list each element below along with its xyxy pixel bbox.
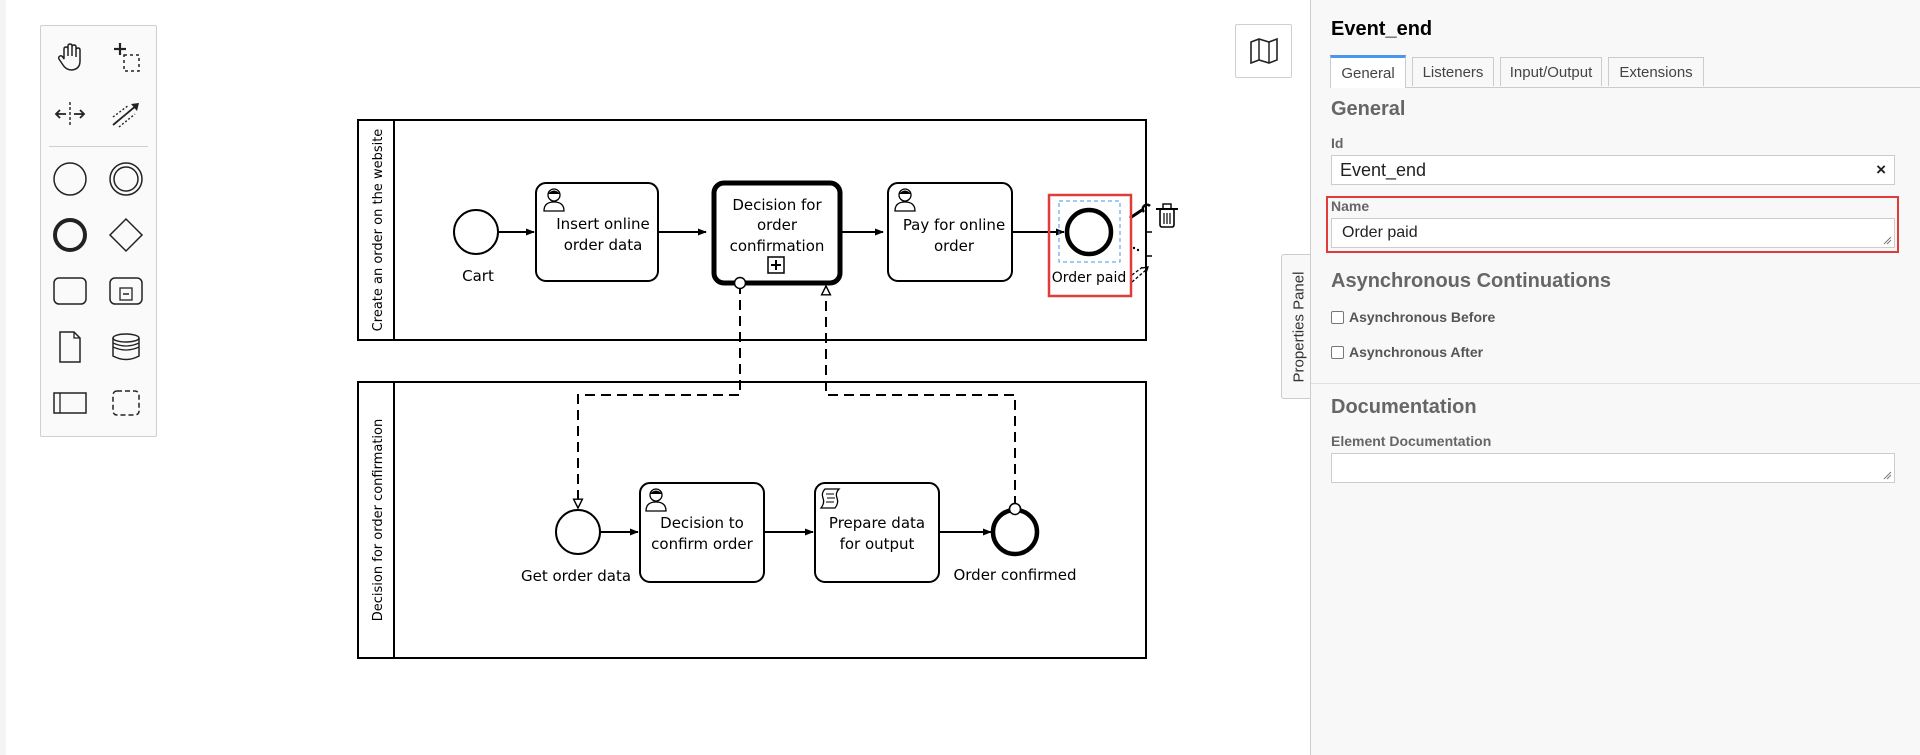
async-before-label: Asynchronous Before	[1349, 309, 1496, 325]
script-task-prepare-data[interactable]: Prepare data for output	[814, 482, 940, 583]
task-confirm-label-1: Decision to	[660, 514, 744, 532]
section-divider	[1311, 383, 1920, 384]
script-icon	[819, 488, 841, 509]
pool-decision-confirmation-label: Decision for order confirmation	[371, 419, 386, 621]
task-icon[interactable]	[47, 268, 93, 314]
end-event-order-confirmed-label: Order confirmed	[953, 566, 1076, 584]
element-documentation-input[interactable]	[1331, 453, 1895, 483]
subprocess-label-2: order	[757, 216, 798, 234]
section-general-heading: General	[1331, 98, 1406, 120]
lasso-tool-icon[interactable]	[103, 34, 149, 80]
minimap-toggle-button[interactable]	[1235, 24, 1292, 78]
subprocess-decision[interactable]: Decision for order confirmation	[711, 180, 843, 286]
async-after-checkbox-row[interactable]: Asynchronous After	[1331, 344, 1483, 360]
clear-id-icon[interactable]: ×	[1876, 160, 1886, 179]
context-pad[interactable]	[1129, 203, 1178, 283]
start-event-cart-label: Cart	[462, 267, 494, 285]
properties-panel-toggle-label: Properties Panel	[1290, 271, 1308, 382]
task-insert-label-2: order data	[564, 236, 643, 254]
script-task-label-1: Prepare data	[829, 514, 925, 532]
delete-icon[interactable]	[1156, 203, 1178, 228]
subprocess-label-1: Decision for	[732, 196, 822, 214]
start-event-cart[interactable]: Cart	[453, 209, 499, 285]
panel-element-title: Event_end	[1331, 18, 1433, 40]
end-event-icon[interactable]	[47, 212, 93, 258]
async-before-checkbox[interactable]	[1331, 310, 1344, 324]
task-confirm-order[interactable]: Decision to confirm order	[639, 482, 765, 583]
section-async-heading: Asynchronous Continuations	[1331, 270, 1611, 292]
resize-grip-icon[interactable]	[1882, 235, 1892, 245]
name-input-value: Order paid	[1342, 224, 1418, 241]
task-pay-label-2: order	[934, 237, 975, 255]
start-event-icon[interactable]	[47, 156, 93, 202]
end-event-order-paid-label: Order paid	[1052, 270, 1126, 286]
task-insert-label-1: Insert online	[556, 215, 650, 233]
end-event-order-paid[interactable]: Order paid	[1052, 200, 1126, 286]
user-task-icon	[543, 188, 565, 212]
tab-input-output[interactable]: Input/Output	[1500, 57, 1602, 86]
start-event-get-order-label: Get order data	[521, 567, 631, 585]
id-input-value: Event_end	[1340, 159, 1427, 180]
user-task-icon	[645, 488, 667, 512]
highlight-order-paid	[1047, 193, 1133, 298]
tab-extensions[interactable]: Extensions	[1608, 57, 1704, 86]
data-object-icon[interactable]	[47, 324, 93, 370]
properties-panel: Event_end General Listeners Input/Output…	[1310, 0, 1920, 755]
palette-separator	[49, 146, 148, 147]
element-documentation-label: Element Documentation	[1331, 433, 1492, 449]
subprocess-label-3: confirmation	[730, 237, 825, 255]
section-documentation-heading: Documentation	[1331, 396, 1477, 418]
connect-icon[interactable]	[1131, 265, 1149, 283]
name-label: Name	[1331, 198, 1370, 214]
intermediate-event-icon[interactable]	[103, 156, 149, 202]
resize-grip-icon[interactable]	[1882, 470, 1892, 480]
gateway-icon[interactable]	[103, 212, 149, 258]
tool-palette	[40, 25, 157, 437]
id-input[interactable]: Event_end ×	[1331, 155, 1895, 185]
participant-icon[interactable]	[47, 380, 93, 426]
id-label: Id	[1331, 135, 1344, 151]
text-annotation-icon[interactable]	[1132, 231, 1152, 257]
task-confirm-label-2: confirm order	[651, 535, 753, 553]
async-after-checkbox[interactable]	[1331, 345, 1344, 359]
bpmn-canvas[interactable]: Create an order on the website Decision …	[0, 0, 1316, 755]
name-input[interactable]: Order paid	[1331, 218, 1895, 248]
script-task-label-2: for output	[840, 535, 915, 553]
space-tool-icon[interactable]	[47, 91, 93, 137]
data-store-icon[interactable]	[103, 324, 149, 370]
end-event-order-confirmed[interactable]: Order confirmed	[953, 502, 1077, 585]
expand-plus-icon[interactable]	[767, 256, 785, 274]
map-icon	[1249, 38, 1278, 64]
async-after-label: Asynchronous After	[1349, 344, 1484, 360]
tab-general[interactable]: General	[1330, 55, 1406, 88]
task-insert-order-data[interactable]: Insert online order data	[535, 182, 659, 282]
task-pay-order[interactable]: Pay for online order	[887, 182, 1013, 282]
subprocess-icon[interactable]	[103, 268, 149, 314]
group-icon[interactable]	[103, 380, 149, 426]
user-task-icon	[894, 188, 916, 212]
tab-listeners[interactable]: Listeners	[1412, 57, 1494, 86]
start-event-get-order-data[interactable]: Get order data	[521, 509, 631, 585]
async-before-checkbox-row[interactable]: Asynchronous Before	[1331, 309, 1495, 325]
global-connect-tool-icon[interactable]	[103, 91, 149, 137]
hand-tool-icon[interactable]	[47, 34, 93, 80]
bpmn-diagram[interactable]: Create an order on the website Decision …	[6, 0, 1310, 755]
panel-tabs: General Listeners Input/Output Extension…	[1330, 55, 1920, 88]
task-pay-label-1: Pay for online	[903, 216, 1005, 234]
pool-create-order-label: Create an order on the website	[371, 129, 386, 332]
